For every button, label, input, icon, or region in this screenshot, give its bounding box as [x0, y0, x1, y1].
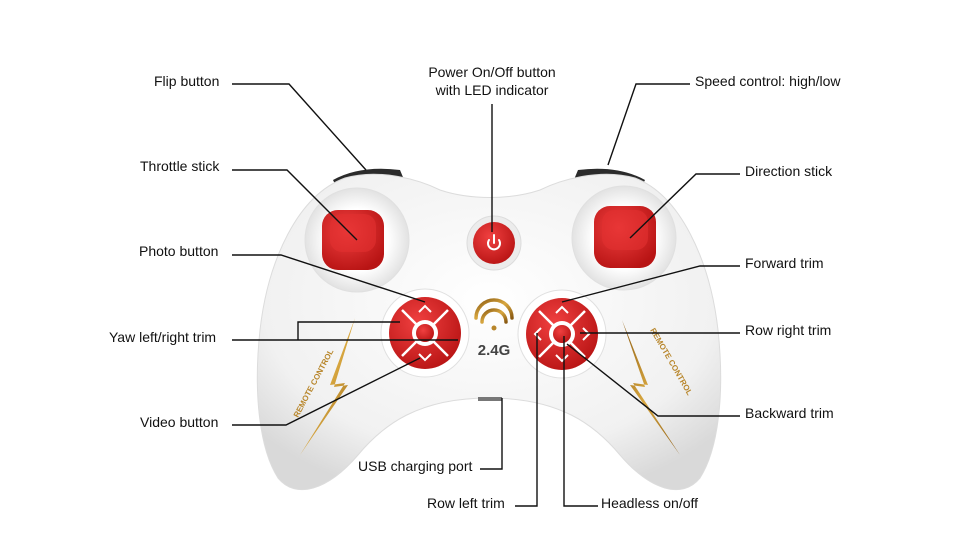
leader-row-left — [515, 333, 538, 507]
usb-port — [478, 397, 502, 401]
leader-speed — [607, 83, 690, 166]
wireless-icon — [474, 298, 514, 331]
leader-photo — [232, 254, 426, 303]
label-power-line2: with LED indicator — [435, 82, 549, 98]
label-usb-port: USB charging port — [358, 458, 473, 474]
band-label: 2.4G — [478, 342, 511, 359]
label-flip-button: Flip button — [154, 73, 220, 89]
leader-usb — [480, 398, 503, 470]
label-direction-stick: Direction stick — [745, 163, 833, 179]
label-power-button: Power On/Off button with LED indicator — [410, 63, 574, 99]
leader-yaw-branch — [297, 321, 400, 340]
power-icon — [487, 234, 501, 251]
leader-flip — [232, 83, 367, 171]
leader-backward — [566, 343, 740, 417]
leader-forward — [561, 265, 740, 303]
label-throttle-stick: Throttle stick — [140, 158, 220, 174]
label-power-line1: Power On/Off button — [428, 64, 556, 80]
leader-direction — [629, 173, 740, 239]
label-backward-trim: Backward trim — [745, 405, 834, 421]
label-video-button: Video button — [140, 414, 219, 430]
label-headless: Headless on/off — [601, 495, 699, 511]
left-lightning-decoration — [300, 318, 355, 455]
label-yaw-trim: Yaw left/right trim — [109, 329, 217, 345]
label-forward-trim: Forward trim — [745, 255, 824, 271]
leader-headless — [563, 336, 598, 507]
label-photo-button: Photo button — [139, 243, 219, 259]
right-lightning-decoration — [622, 320, 680, 455]
label-row-left-trim: Row left trim — [427, 495, 505, 511]
label-speed-control: Speed control: high/low — [695, 73, 841, 89]
leader-throttle — [232, 169, 358, 241]
leader-video — [232, 357, 421, 426]
label-row-right-trim: Row right trim — [745, 322, 832, 338]
leader-lines — [232, 83, 740, 507]
